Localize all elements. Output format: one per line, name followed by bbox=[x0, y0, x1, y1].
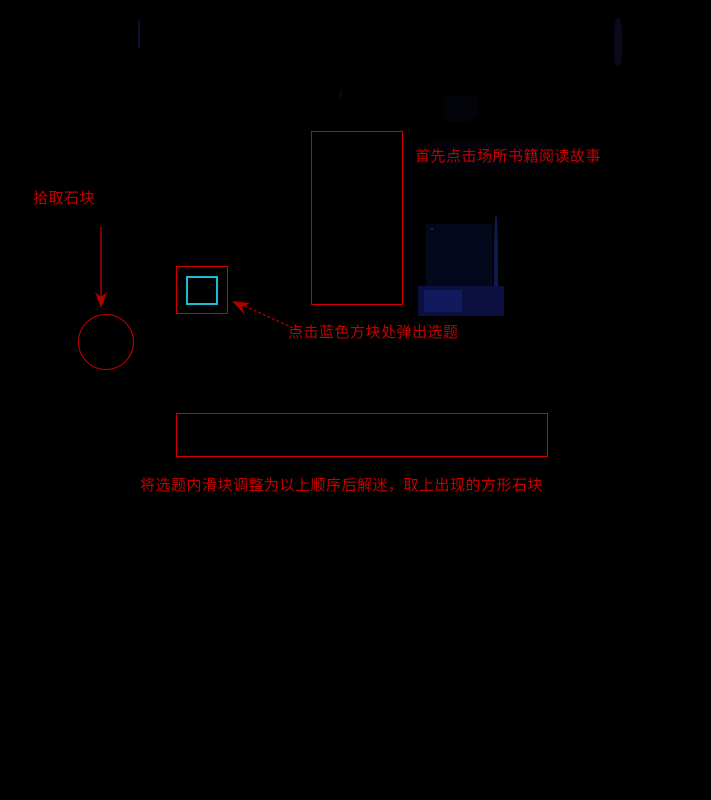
stone-pickup-circle bbox=[78, 314, 134, 370]
scene-lower-dark-mass bbox=[430, 140, 550, 170]
pickup-stone-label: 拾取石块 bbox=[33, 189, 96, 207]
scene-faint-vertical-line-a bbox=[138, 20, 140, 48]
small-outer-rect bbox=[176, 266, 228, 314]
scene-floor-bright-patch bbox=[424, 290, 462, 312]
slider-order-label: 将选题内滑块调整为以上顺序后解迷，取上出现的方形石块 bbox=[140, 476, 544, 494]
wide-bottom-rect bbox=[176, 413, 548, 457]
scene-wall-panel bbox=[426, 224, 492, 286]
arrow-down-to-circle bbox=[80, 220, 124, 312]
scene-ceiling-wedge bbox=[444, 96, 478, 122]
scene-faint-vertical-line-b bbox=[340, 90, 342, 98]
scene-faint-glyph-right bbox=[614, 18, 622, 66]
tall-highlight-rect bbox=[311, 131, 403, 305]
blue-square-target[interactable] bbox=[186, 276, 218, 305]
arrow-up-left-to-square bbox=[228, 297, 310, 337]
scene-wall-highlight bbox=[431, 228, 433, 230]
first-click-label: 首先点击场所书籍阅读故事 bbox=[415, 147, 602, 165]
scene-pillar-edge bbox=[494, 214, 498, 310]
blue-square-label: 点击蓝色方块处弹出选题 bbox=[288, 323, 459, 341]
